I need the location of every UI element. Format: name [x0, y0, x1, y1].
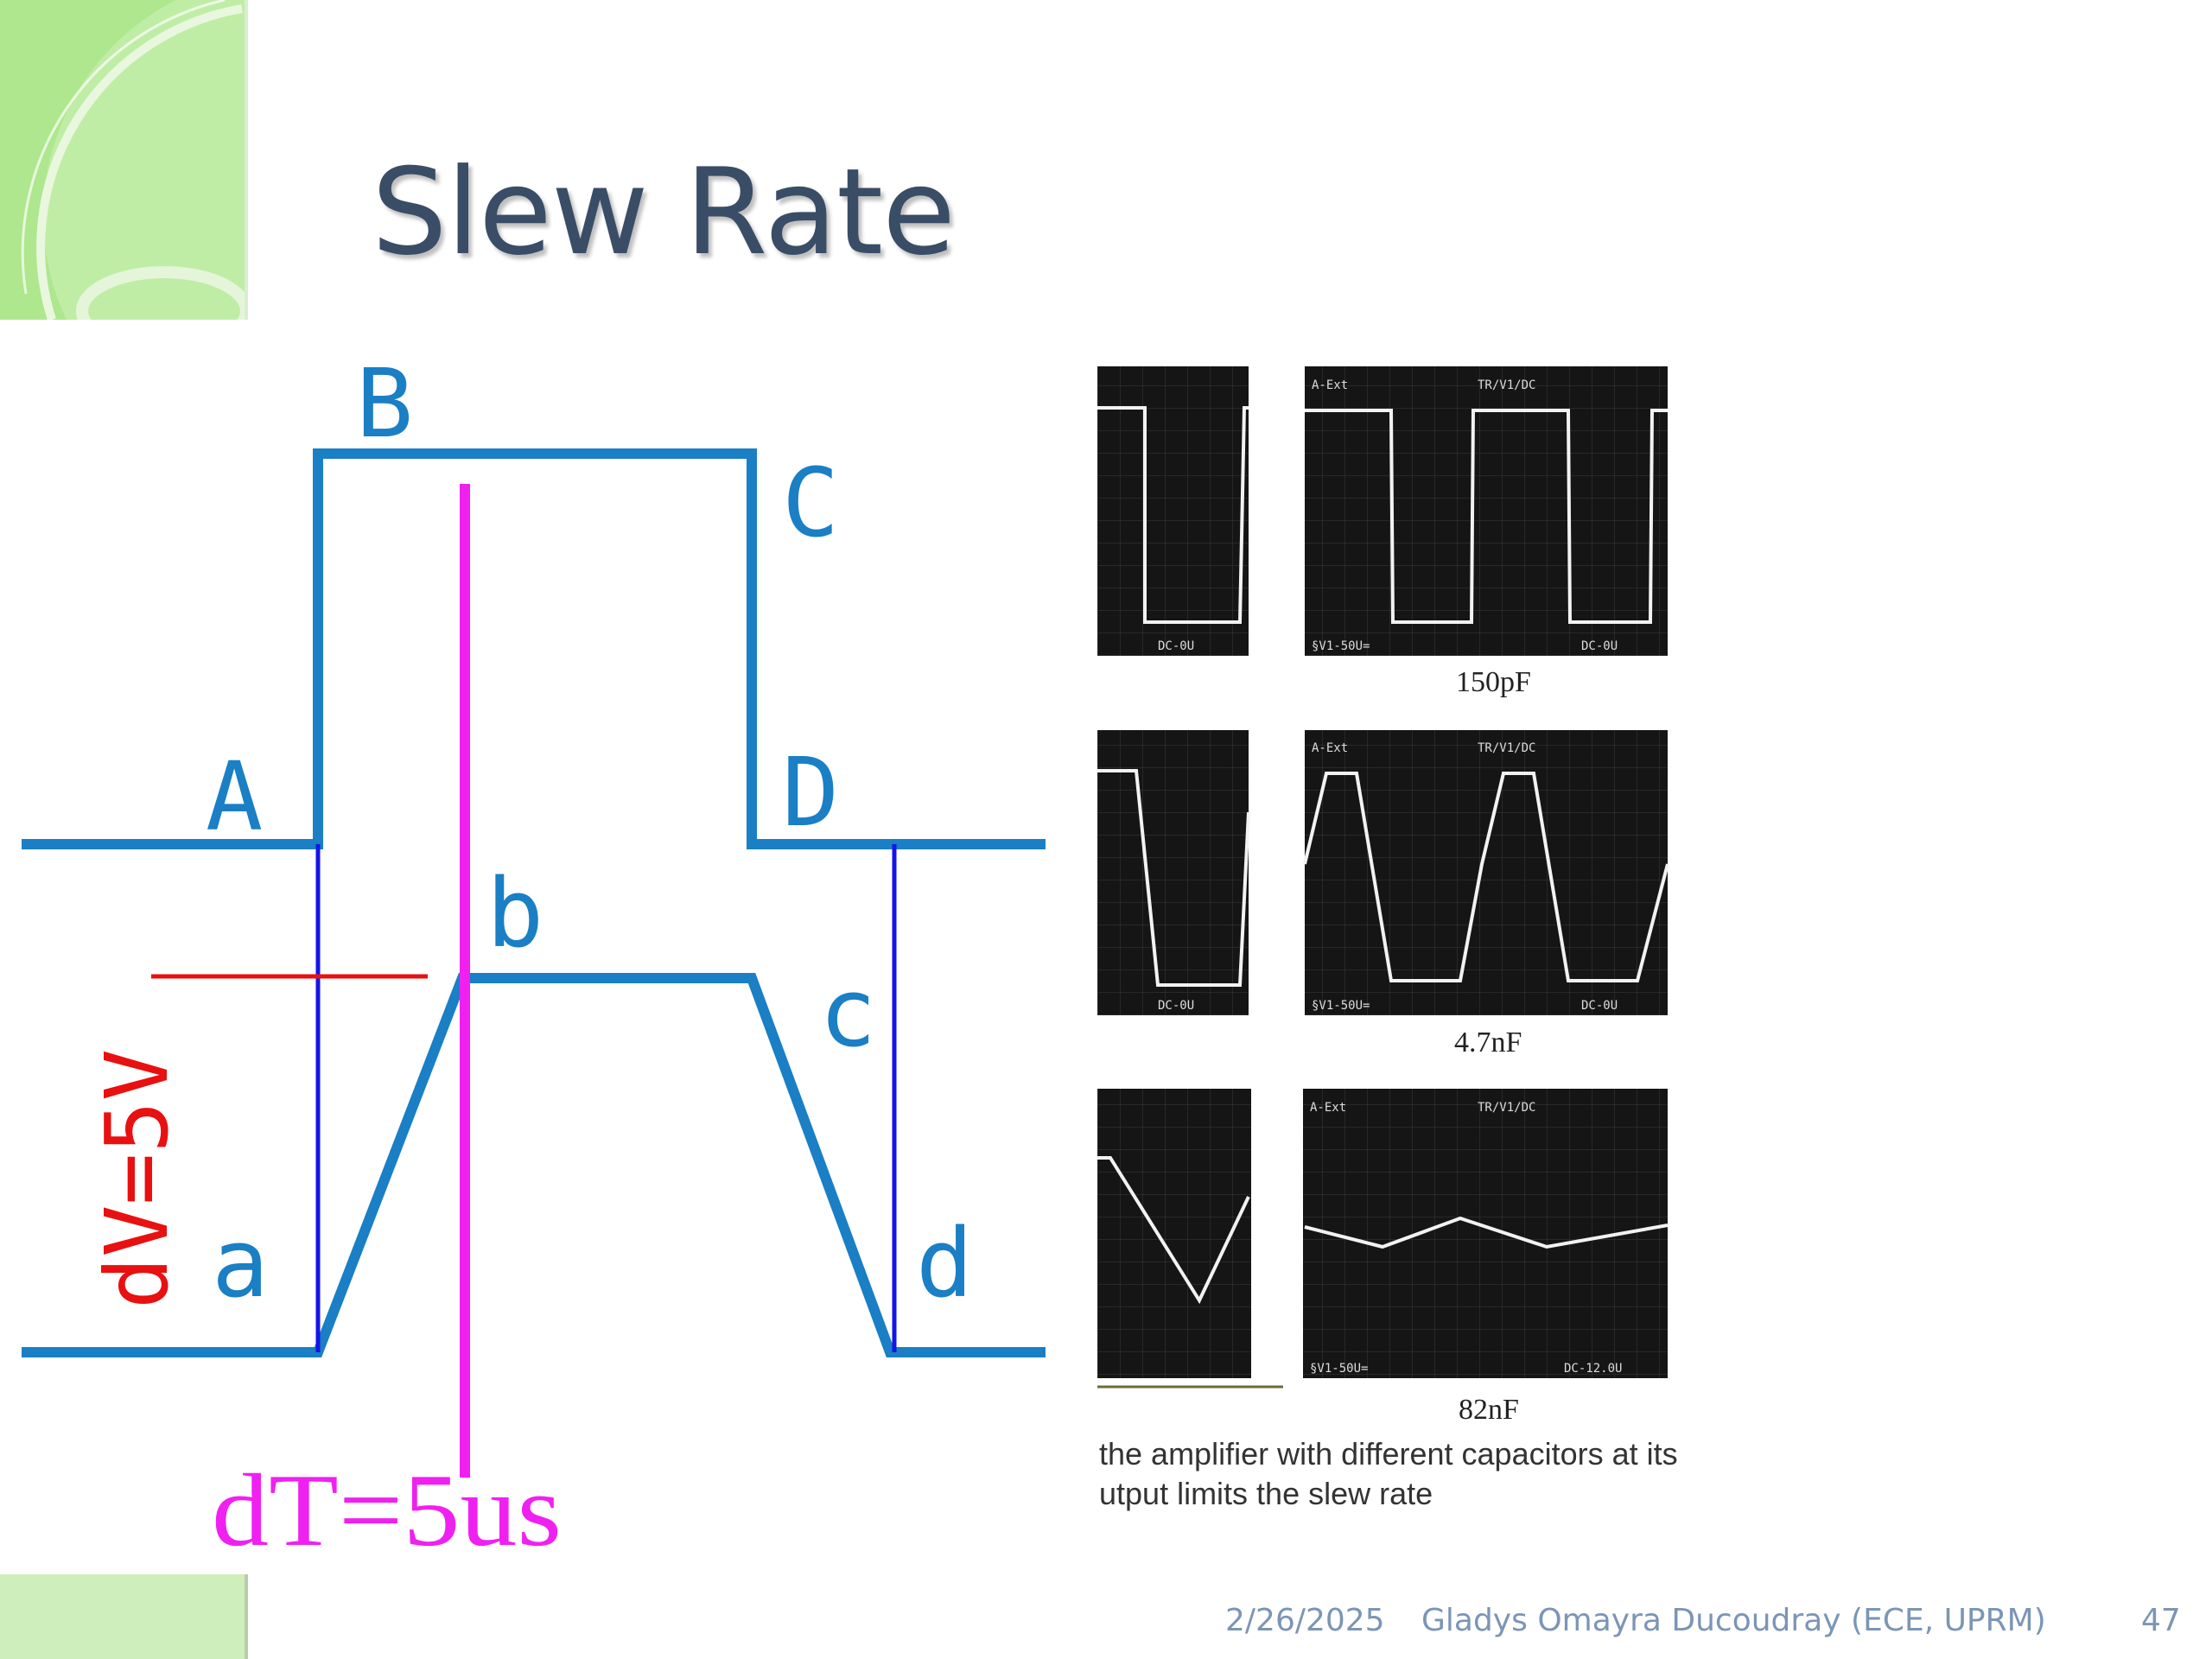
capacitance-label-4-7nf: 4.7nF — [1454, 1027, 1522, 1058]
label-A: A — [206, 741, 263, 852]
label-a: a — [212, 1208, 269, 1319]
label-b: b — [486, 858, 543, 969]
slew-rate-diagram: A B C D a b c d dV=5V dT=5us — [22, 348, 1046, 1567]
label-c: c — [819, 957, 876, 1068]
svg-text:TR/V1/DC: TR/V1/DC — [1478, 1101, 1535, 1115]
svg-text:DC-0U: DC-0U — [1158, 999, 1194, 1013]
output-slewed-waveform — [22, 973, 1046, 1357]
corner-decoration — [0, 0, 248, 320]
capacitance-label-82nf: 82nF — [1459, 1394, 1519, 1426]
dt-label: dT=5us — [212, 1452, 562, 1567]
svg-text:§V1-50U=: §V1-50U= — [1312, 999, 1370, 1013]
footer-author: Gladys Omayra Ducoudray (ECE, UPRM) — [1421, 1603, 2046, 1638]
svg-text:A-Ext: A-Ext — [1310, 1101, 1346, 1115]
scope-caption: the amplifier with different capacitors … — [1099, 1434, 1808, 1514]
svg-text:DC-12.0U: DC-12.0U — [1564, 1362, 1622, 1376]
svg-text:DC-0U: DC-0U — [1581, 639, 1618, 653]
svg-text:A-Ext: A-Ext — [1312, 378, 1348, 392]
label-d: d — [916, 1208, 973, 1319]
svg-text:DC-0U: DC-0U — [1158, 639, 1194, 653]
slide-title: Slew Rate — [372, 143, 956, 282]
footer-page-number: 47 — [2141, 1603, 2181, 1638]
svg-text:TR/V1/DC: TR/V1/DC — [1478, 378, 1535, 392]
svg-text:TR/V1/DC: TR/V1/DC — [1478, 741, 1535, 755]
svg-text:§V1-50U=: §V1-50U= — [1312, 639, 1370, 653]
label-D: D — [782, 737, 839, 848]
capacitance-label-150pf: 150pF — [1456, 666, 1531, 698]
caption-line-2: utput limits the slew rate — [1099, 1476, 1433, 1511]
svg-text:DC-0U: DC-0U — [1581, 999, 1618, 1013]
scope-row-82nf: A-Ext TR/V1/DC §V1-50U= DC-12.0U 82nF — [1097, 1089, 1669, 1426]
dv-label: dV=5V — [86, 1049, 188, 1309]
footer-date: 2/26/2025 — [1225, 1603, 1385, 1638]
svg-text:A-Ext: A-Ext — [1312, 741, 1348, 755]
svg-text:§V1-50U=: §V1-50U= — [1310, 1362, 1368, 1376]
scope-row-150pf: A-Ext TR/V1/DC §V1-50U= DC-0U DC-0U 150p… — [1097, 366, 1668, 698]
caption-line-1: the amplifier with different capacitors … — [1099, 1436, 1678, 1471]
corner-decoration-bottom — [0, 1574, 248, 1659]
scope-row-4-7nf: A-Ext TR/V1/DC §V1-50U= DC-0U DC-0U 4.7n… — [1097, 730, 1669, 1058]
oscilloscope-captures: A-Ext TR/V1/DC §V1-50U= DC-0U DC-0U 150p… — [1097, 366, 1669, 1426]
label-C: C — [782, 448, 839, 558]
input-pulse-waveform — [22, 448, 1046, 849]
label-B: B — [356, 348, 413, 459]
